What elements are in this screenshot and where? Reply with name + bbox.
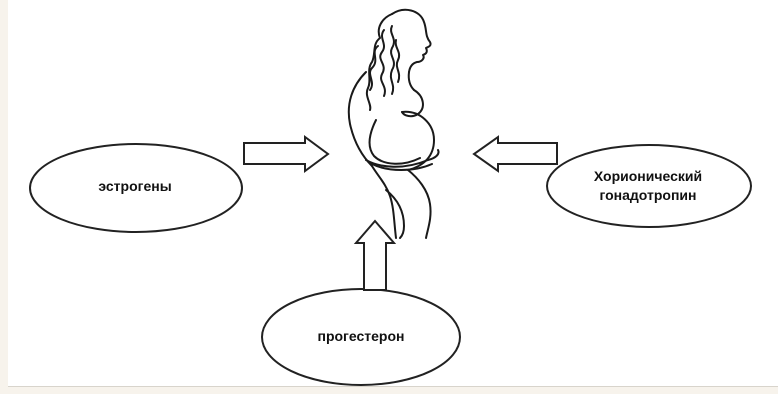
- progesterone-label: прогестерон: [262, 327, 460, 346]
- estrogens-label: эстрогены: [30, 177, 240, 196]
- arrow-estrogens-to-center: [244, 137, 328, 171]
- arrow-hcg-to-center: [474, 137, 557, 171]
- hcg-label: Хорионический гонадотропин: [548, 167, 748, 205]
- pregnant-woman-icon: [349, 10, 439, 238]
- arrow-progesterone-to-center: [356, 221, 394, 290]
